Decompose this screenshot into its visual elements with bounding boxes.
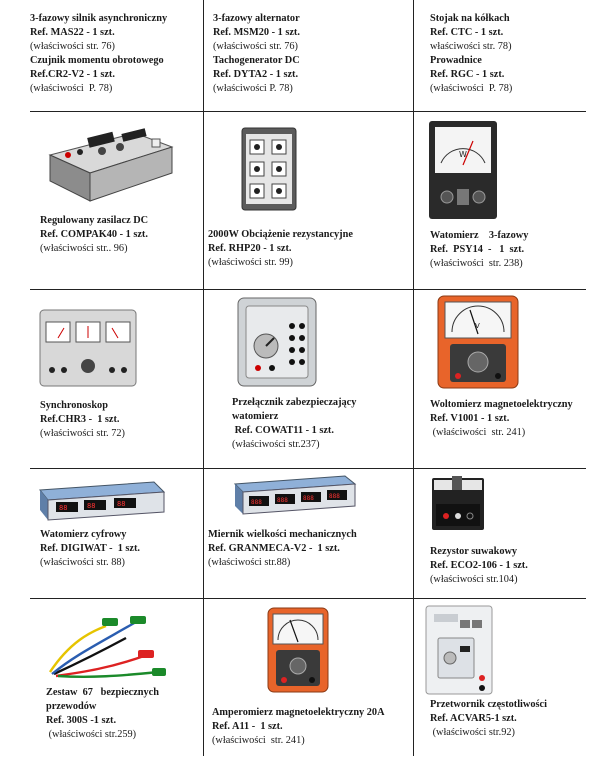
column-divider [203, 0, 204, 756]
cell-text: Przełącznik zabezpieczający watomierz Ref… [232, 396, 356, 452]
item-line: Czujnik momentu obrotowego [30, 55, 164, 66]
svg-text:V: V [475, 322, 480, 330]
item-reference-note: (właściwości str. 238) [430, 258, 523, 269]
item-line: przewodów [46, 701, 97, 712]
item-reference-note: (właściwości P. 78) [213, 83, 293, 94]
item-line: Amperomierz magnetoelektryczny 20A [212, 707, 385, 718]
item-line: Ref. DIGIWAT - 1 szt. [40, 543, 141, 554]
row-divider [30, 598, 586, 599]
item-line: Ref. RHP20 - 1 szt. [208, 243, 292, 254]
svg-text:888: 888 [277, 497, 288, 504]
item-line: Ref. ACVAR5-1 szt. [430, 713, 517, 724]
item-reference-note: (właściwości str. 76) [213, 41, 298, 52]
item-reference-note: (właściwości P. 78) [30, 83, 113, 94]
cell-text: Regulowany zasilacz DC Ref. COMPAK40 - 1 … [40, 214, 148, 256]
item-line: Woltomierz magnetoelektryczny [430, 399, 573, 410]
item-line: Watomierz 3-fazowy [430, 230, 529, 241]
item-reference-note: (właściwości P. 78) [430, 83, 513, 94]
item-line: 2000W Obciążenie rezystancyjne [208, 229, 353, 240]
item-line: Ref. COWAT11 - 1 szt. [232, 425, 334, 436]
sliding-rheostat-icon [432, 476, 484, 530]
item-reference-note: (właściwości str.. 96) [40, 243, 128, 254]
item-line: Ref.CR2-V2 - 1 szt. [30, 69, 115, 80]
item-reference-note: właściwości str. 78) [430, 41, 512, 52]
svg-text:W: W [459, 150, 467, 159]
item-line: Ref. A11 - 1 szt. [212, 721, 283, 732]
item-line: Rezystor suwakowy [430, 546, 518, 557]
item-line: 3-fazowy alternator [213, 13, 300, 24]
item-line: Prowadnice [430, 55, 482, 66]
item-line: Ref. MAS22 - 1 szt. [30, 27, 115, 38]
safety-leads-icon [49, 616, 166, 678]
item-line: watomierz [232, 411, 279, 422]
item-reference-note: (właściwości str.88) [208, 557, 291, 568]
item-reference-note: (właściwości str. 76) [30, 41, 115, 52]
item-line: Regulowany zasilacz DC [40, 215, 149, 226]
synchronoscope-icon [39, 309, 137, 387]
ammeter-icon [267, 607, 329, 693]
item-reference-note: (właściwości str. 241) [430, 427, 526, 438]
item-line: Ref. MSM20 - 1 szt. [213, 27, 300, 38]
item-line: Przetwornik częstotliwości [430, 699, 547, 710]
item-line: 3-fazowy silnik asynchroniczny [30, 13, 168, 24]
item-reference-note: (właściwości str.92) [430, 727, 515, 738]
item-line: Ref. DYTA2 - 1 szt. [213, 69, 299, 80]
row-divider [30, 468, 586, 469]
item-line: Ref.CHR3 - 1 szt. [40, 414, 120, 425]
item-line: Ref. GRANMECA-V2 - 1 szt. [208, 543, 340, 554]
svg-text:888: 888 [329, 493, 340, 500]
item-line: Ref. RGC - 1 szt. [430, 69, 505, 80]
row-divider [30, 111, 586, 112]
svg-text:88: 88 [117, 500, 125, 508]
item-reference-note: (właściwości str.104) [430, 574, 518, 585]
item-line: Tachogenerator DC [213, 55, 300, 66]
frequency-converter-icon [425, 605, 493, 695]
svg-text:88: 88 [87, 502, 95, 510]
item-reference-note: (właściwości str. 99) [208, 257, 293, 268]
digital-wattmeter-icon: 88 88 88 [39, 481, 166, 521]
item-line: Ref. V1001 - 1 szt. [430, 413, 510, 424]
item-reference-note: (właściwości str. 241) [212, 735, 305, 746]
item-reference-note: (właściwości str.259) [46, 729, 137, 740]
svg-text:888: 888 [303, 495, 314, 502]
cell-text: Amperomierz magnetoelektryczny 20A Ref. A… [212, 706, 385, 748]
row-divider [30, 289, 586, 290]
item-line: Stojak na kółkach [430, 13, 510, 24]
item-line: Ref. CTC - 1 szt. [430, 27, 504, 38]
svg-text:888: 888 [251, 499, 262, 506]
item-line: Miernik wielkości mechanicznych [208, 529, 357, 540]
voltmeter-icon: V [437, 295, 519, 389]
dc-power-supply-icon [48, 128, 174, 202]
mechanical-meter-icon: 888 888 888 888 [233, 475, 357, 515]
svg-text:88: 88 [59, 504, 67, 512]
item-line: Zestaw 67 bezpiecznych [46, 687, 159, 698]
item-reference-note: (właściwości str. 72) [40, 428, 125, 439]
column-divider [413, 0, 414, 756]
item-line: Ref. PSY14 - 1 szt. [430, 244, 525, 255]
item-line: Przełącznik zabezpieczający [232, 397, 357, 408]
item-line: Watomierz cyfrowy [40, 529, 127, 540]
resistive-load-icon [241, 127, 297, 211]
item-reference-note: (właściwości str. 88) [40, 557, 125, 568]
wattmeter-icon: W [429, 121, 497, 219]
item-line: Synchronoskop [40, 400, 108, 411]
item-line: Ref. 300S -1 szt. [46, 715, 117, 726]
item-line: Ref. ECO2-106 - 1 szt. [430, 560, 528, 571]
item-line: Ref. COMPAK40 - 1 szt. [40, 229, 148, 240]
item-reference-note: (właściwości str.237) [232, 439, 320, 450]
safety-switch-icon [237, 297, 317, 387]
